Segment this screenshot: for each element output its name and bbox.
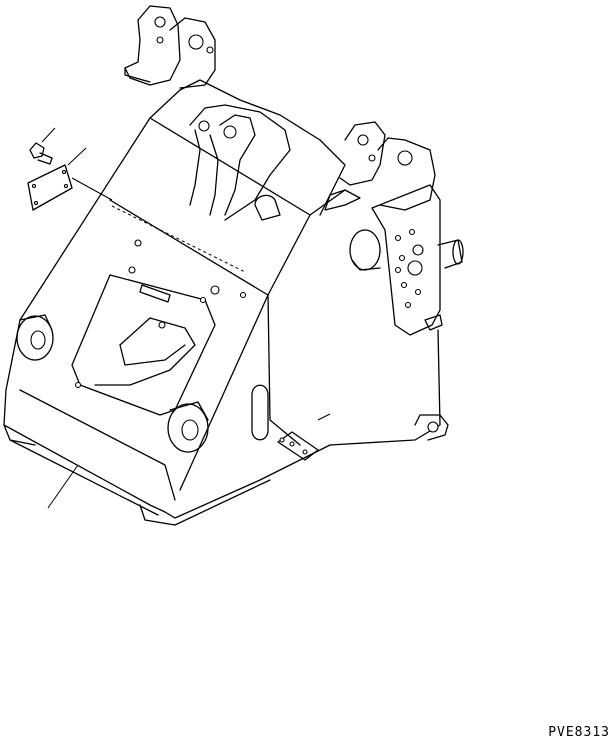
bottom-right-lug [277,414,449,461]
front-face-opening [71,239,247,416]
upper-right-lift-bracket [324,121,436,211]
name-plate-part [27,147,87,211]
upper-left-lift-bracket [124,5,216,89]
bolt-part [29,127,56,165]
part-leader-lines [47,177,113,509]
bottom-pivot-boss [167,401,209,453]
center-cylinder-bracket [189,104,291,221]
left-pivot-boss [16,314,54,361]
front-frame-body [3,79,441,526]
right-side-mounting-plate [349,184,464,336]
drawing-reference-code: PVE8313 [548,725,610,740]
